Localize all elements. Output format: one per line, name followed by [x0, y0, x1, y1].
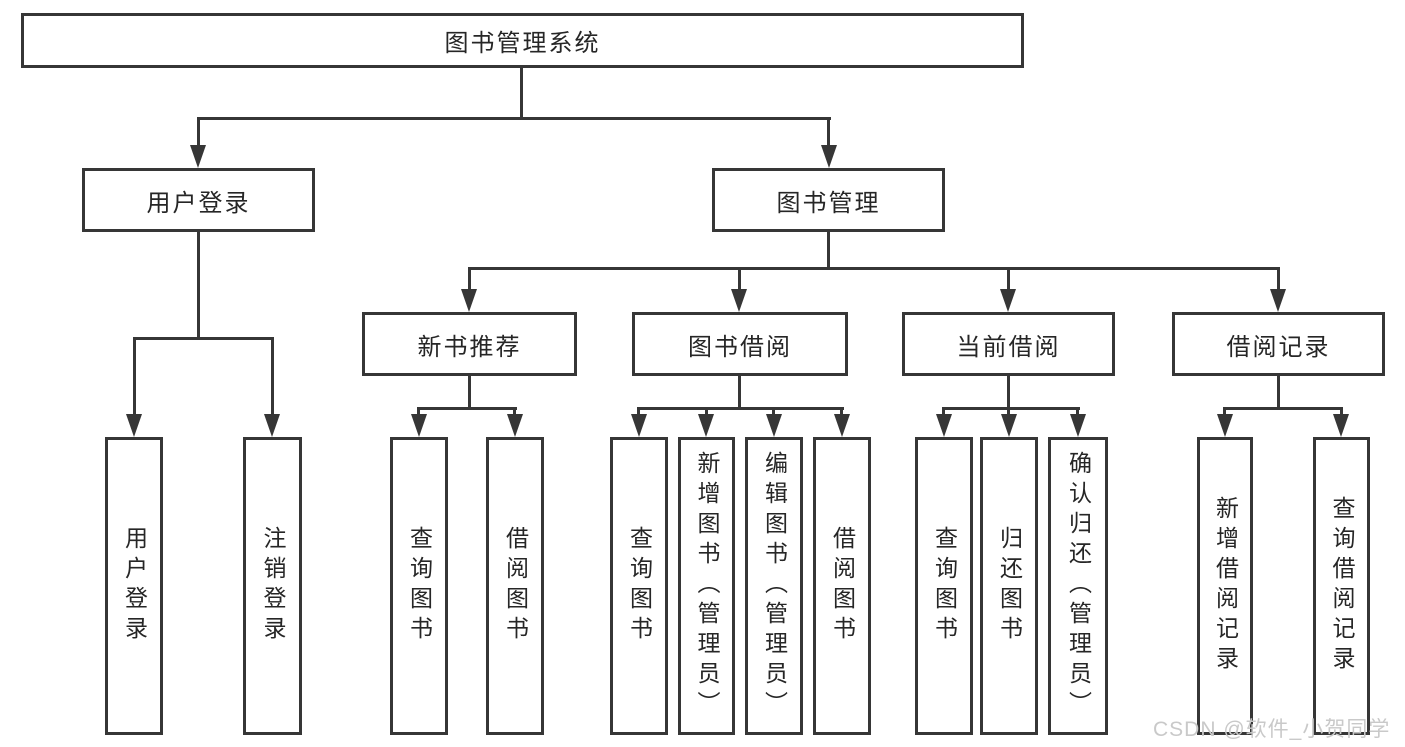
- leaf-query-borrow-record-label: 查询借阅记录: [1329, 496, 1355, 676]
- connector-line: [133, 337, 136, 417]
- leaf-confirm-return-admin: 确认归还（管理员）: [1048, 437, 1108, 735]
- connector-line: [513, 407, 516, 416]
- leaf-return-book-label: 归还图书: [996, 526, 1023, 646]
- connector-line: [468, 267, 1280, 270]
- leaf-borrow-books: 借阅图书: [813, 437, 871, 735]
- connector-line: [738, 267, 741, 291]
- connector-line: [271, 337, 274, 417]
- arrow-down-icon: [936, 414, 952, 437]
- node-borrowing-records: 借阅记录: [1172, 312, 1385, 376]
- node-book-borrowing-label: 图书借阅: [688, 333, 792, 361]
- node-current-borrowing-label: 当前借阅: [956, 333, 1061, 361]
- arrow-down-icon: [1001, 414, 1017, 437]
- node-current-borrowing: 当前借阅: [902, 312, 1115, 376]
- connector-line: [1223, 407, 1226, 416]
- node-new-book-recommendation-label: 新书推荐: [417, 333, 522, 361]
- node-user-login: 用户登录: [82, 168, 315, 232]
- arrow-down-icon: [507, 414, 523, 437]
- arrow-down-icon: [731, 289, 747, 312]
- leaf-logout: 注销登录: [243, 437, 302, 735]
- arrow-down-icon: [190, 145, 206, 168]
- connector-line: [1007, 267, 1010, 291]
- connector-line: [1007, 407, 1010, 416]
- arrow-down-icon: [821, 145, 837, 168]
- leaf-add-borrow-record-label: 新增借阅记录: [1212, 496, 1239, 676]
- leaf-edit-book-admin-label: 编辑图书（管理员）: [761, 451, 788, 721]
- connector-line: [637, 407, 640, 416]
- arrow-down-icon: [766, 414, 782, 437]
- leaf-query-books-recommend-label: 查询图书: [406, 526, 433, 646]
- leaf-add-borrow-record: 新增借阅记录: [1197, 437, 1253, 735]
- arrow-down-icon: [698, 414, 714, 437]
- leaf-logout-label: 注销登录: [260, 526, 286, 646]
- connector-line: [942, 407, 945, 416]
- leaf-query-books-borrowing: 查询图书: [610, 437, 668, 735]
- node-book-management: 图书管理: [712, 168, 945, 232]
- connector-line: [705, 407, 708, 416]
- connector-line: [942, 407, 1080, 410]
- connector-line: [1007, 376, 1010, 409]
- node-borrowing-records-label: 借阅记录: [1226, 333, 1331, 361]
- connector-line: [197, 117, 831, 120]
- leaf-user-login: 用户登录: [105, 437, 163, 735]
- connector-line: [1340, 407, 1343, 416]
- csdn-watermark: CSDN @软件_小贺同学: [1153, 718, 1391, 741]
- connector-line: [827, 232, 830, 270]
- arrow-down-icon: [1270, 289, 1286, 312]
- leaf-query-borrow-record: 查询借阅记录: [1313, 437, 1370, 735]
- connector-line: [1277, 267, 1280, 291]
- leaf-query-books-current-label: 查询图书: [931, 526, 958, 646]
- arrow-down-icon: [264, 414, 280, 437]
- node-book-borrowing: 图书借阅: [632, 312, 848, 376]
- arrow-down-icon: [631, 414, 647, 437]
- leaf-borrow-books-label: 借阅图书: [829, 526, 856, 646]
- connector-line: [133, 337, 274, 340]
- leaf-borrow-books-recommend-label: 借阅图书: [502, 526, 529, 646]
- connector-line: [1277, 376, 1280, 409]
- arrow-down-icon: [461, 289, 477, 312]
- leaf-query-books-recommend: 查询图书: [390, 437, 448, 735]
- connector-line: [417, 407, 517, 410]
- connector-line: [417, 407, 420, 416]
- leaf-confirm-return-admin-label: 确认归还（管理员）: [1065, 451, 1092, 721]
- connector-line: [772, 407, 775, 416]
- connector-line: [520, 68, 523, 118]
- connector-line: [468, 376, 471, 409]
- connector-line: [827, 117, 830, 148]
- arrow-down-icon: [834, 414, 850, 437]
- leaf-add-book-admin-label: 新增图书（管理员）: [694, 451, 720, 721]
- connector-line: [468, 267, 471, 291]
- connector-line: [197, 232, 200, 337]
- leaf-user-login-label: 用户登录: [121, 526, 148, 646]
- arrow-down-icon: [1000, 289, 1016, 312]
- leaf-query-books-current: 查询图书: [915, 437, 973, 735]
- leaf-query-books-borrowing-label: 查询图书: [626, 526, 653, 646]
- node-new-book-recommendation: 新书推荐: [362, 312, 577, 376]
- arrow-down-icon: [411, 414, 427, 437]
- arrow-down-icon: [1217, 414, 1233, 437]
- arrow-down-icon: [1070, 414, 1086, 437]
- leaf-add-book-admin: 新增图书（管理员）: [678, 437, 735, 735]
- leaf-edit-book-admin: 编辑图书（管理员）: [745, 437, 803, 735]
- connector-line: [197, 117, 200, 148]
- connector-line: [738, 376, 741, 409]
- arrow-down-icon: [126, 414, 142, 437]
- connector-line: [637, 407, 844, 410]
- connector-line: [1076, 407, 1079, 416]
- arrow-down-icon: [1333, 414, 1349, 437]
- leaf-borrow-books-recommend: 借阅图书: [486, 437, 544, 735]
- node-library-management-system: 图书管理系统: [21, 13, 1024, 68]
- node-library-management-system-label: 图书管理系统: [444, 30, 601, 57]
- node-book-management-label: 图书管理: [776, 189, 881, 217]
- leaf-return-book: 归还图书: [980, 437, 1038, 735]
- node-user-login-label: 用户登录: [146, 189, 251, 217]
- connector-line: [840, 407, 843, 416]
- connector-line: [1223, 407, 1343, 410]
